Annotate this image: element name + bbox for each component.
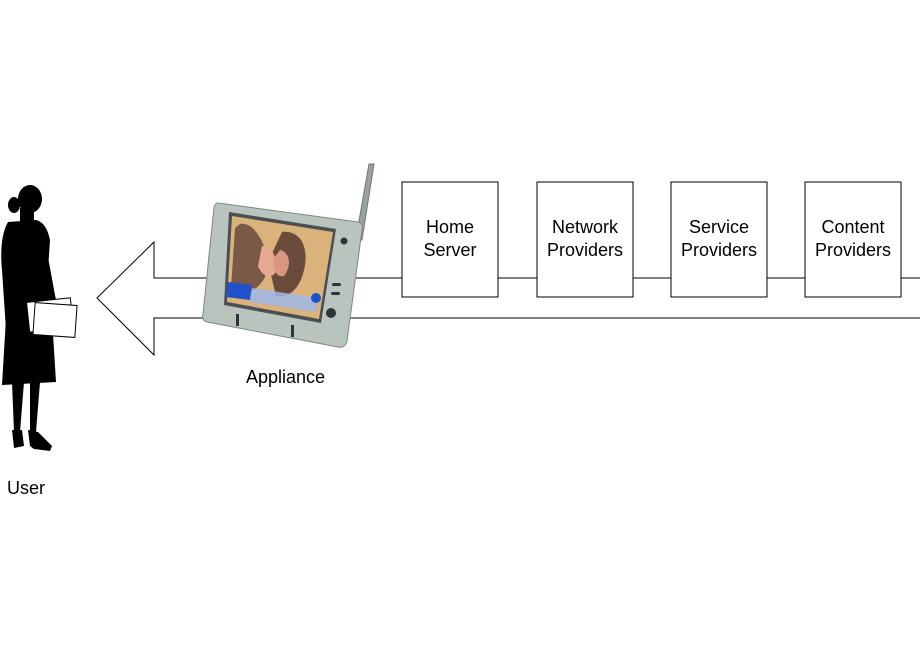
- box-home-server-line2: Server: [423, 240, 477, 260]
- tablet-device-icon: [202, 163, 375, 348]
- user-label: User: [7, 478, 46, 498]
- appliance-label: Appliance: [246, 367, 326, 387]
- box-content-providers-line1: Content: [821, 217, 885, 237]
- box-content-providers: [804, 181, 902, 298]
- papers-icon: [26, 297, 78, 338]
- flow-arrow: [96, 240, 920, 357]
- box-service-providers-label: Service Providers: [671, 216, 767, 262]
- provider-boxes: [401, 181, 902, 298]
- box-content-providers-line2: Providers: [814, 240, 892, 260]
- box-service-providers-line1: Service: [688, 217, 750, 237]
- box-network-providers-line2: Providers: [546, 240, 624, 260]
- box-home-server: [401, 181, 499, 298]
- box-network-providers: [536, 181, 634, 298]
- box-service-providers-line2: Providers: [680, 240, 758, 260]
- box-service-providers: [670, 181, 768, 298]
- box-home-server-label: Home Server: [402, 216, 498, 262]
- box-content-providers-label: Content Providers: [805, 216, 901, 262]
- box-network-providers-line1: Network: [551, 217, 618, 237]
- box-home-server-line1: Home: [425, 217, 474, 237]
- box-network-providers-label: Network Providers: [537, 216, 633, 262]
